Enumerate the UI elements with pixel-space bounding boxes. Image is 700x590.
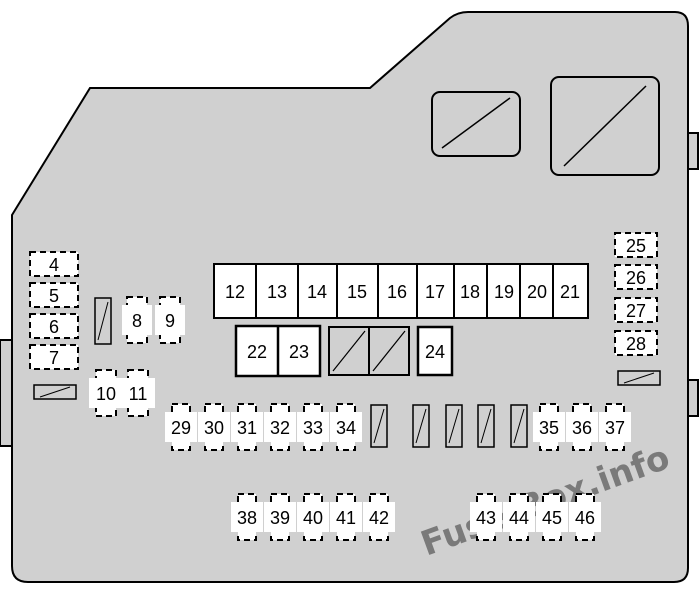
fuse-label-16: 16 — [387, 282, 407, 302]
fuse-label-13: 13 — [267, 282, 287, 302]
fuse-label-38: 38 — [237, 508, 257, 528]
fuse-label-12: 12 — [225, 282, 245, 302]
fuse-8: 8 — [122, 296, 152, 344]
fuse-33: 33 — [297, 403, 329, 451]
fuse-label-14: 14 — [307, 282, 327, 302]
relay-small-pair — [328, 326, 410, 376]
fuse-4: 4 — [29, 251, 79, 277]
fuse-label-43: 43 — [476, 508, 496, 528]
fuse-42: 42 — [363, 493, 395, 541]
fuse-label-42: 42 — [369, 508, 389, 528]
fuse-label-33: 33 — [303, 418, 323, 438]
spare-slot-vertical-left — [94, 297, 112, 345]
fuse-5: 5 — [29, 282, 79, 308]
fuse-37: 37 — [599, 403, 631, 451]
fuse-label-40: 40 — [303, 508, 323, 528]
fuse-label-9: 9 — [165, 311, 175, 331]
fuse-label-45: 45 — [542, 508, 562, 528]
fuse-label-21: 21 — [560, 282, 580, 302]
fuse-11: 11 — [121, 369, 155, 417]
fuse-39: 39 — [264, 493, 296, 541]
spare-slot-right — [617, 370, 661, 386]
fuse-46: 46 — [569, 493, 601, 541]
fuse-label-30: 30 — [204, 418, 224, 438]
fuse-label-41: 41 — [336, 508, 356, 528]
fuse-label-17: 17 — [425, 282, 445, 302]
fuse-label-28: 28 — [626, 334, 646, 354]
fuse-label-20: 20 — [527, 282, 547, 302]
fuse-40: 40 — [297, 493, 329, 541]
fuse-label-29: 29 — [171, 418, 191, 438]
fuse-label-5: 5 — [49, 286, 59, 306]
fuse-label-35: 35 — [539, 418, 559, 438]
fuse-label-19: 19 — [494, 282, 514, 302]
fuse-label-25: 25 — [626, 236, 646, 256]
fuse-34: 34 — [330, 403, 362, 451]
fuse-label-8: 8 — [132, 311, 142, 331]
fuse-label-6: 6 — [49, 317, 59, 337]
fuse-label-23: 23 — [289, 342, 309, 362]
fuse-label-11: 11 — [129, 384, 148, 404]
fuse-26: 26 — [614, 264, 658, 290]
spare-slot-left — [33, 384, 77, 400]
fuse-label-24: 24 — [425, 342, 445, 362]
fuse-label-18: 18 — [460, 282, 480, 302]
fuse-32: 32 — [264, 403, 296, 451]
fuse-label-22: 22 — [247, 342, 267, 362]
fuse-36: 36 — [566, 403, 598, 451]
fuse-label-44: 44 — [509, 508, 529, 528]
fuse-43: 43 — [470, 493, 502, 541]
fuse-label-15: 15 — [347, 282, 367, 302]
fuse-6: 6 — [29, 313, 79, 339]
fuse-block-12-21 — [213, 263, 589, 319]
fuse-label-4: 4 — [49, 255, 59, 275]
fuse-41: 41 — [330, 493, 362, 541]
fuse-31: 31 — [231, 403, 263, 451]
fuse-label-36: 36 — [572, 418, 592, 438]
fuse-24 — [416, 325, 454, 377]
fuse-label-27: 27 — [626, 301, 646, 321]
fuse-label-10: 10 — [96, 384, 116, 404]
fuse-label-32: 32 — [270, 418, 290, 438]
relay-large-right — [550, 76, 660, 176]
fuse-27: 27 — [614, 297, 658, 323]
fuse-44: 44 — [503, 493, 535, 541]
fuse-label-26: 26 — [626, 268, 646, 288]
fuse-label-7: 7 — [49, 348, 59, 368]
fuse-9: 9 — [155, 296, 185, 344]
fuse-35: 35 — [533, 403, 565, 451]
fuse-29: 29 — [165, 403, 197, 451]
fuse-label-37: 37 — [605, 418, 625, 438]
fuse-30: 30 — [198, 403, 230, 451]
fuse-45: 45 — [536, 493, 568, 541]
fuse-10: 10 — [89, 369, 123, 417]
fuse-38: 38 — [231, 493, 263, 541]
spare-slot-row — [370, 404, 528, 448]
fuse-label-31: 31 — [237, 418, 257, 438]
relay-large-left — [431, 91, 521, 157]
fuse-25: 25 — [614, 232, 658, 258]
fuse-label-34: 34 — [336, 418, 356, 438]
fuse-28: 28 — [614, 330, 658, 356]
fuse-label-39: 39 — [270, 508, 290, 528]
fuse-7: 7 — [29, 344, 79, 370]
left-mount-tab — [0, 339, 13, 447]
fuse-label-46: 46 — [575, 508, 595, 528]
